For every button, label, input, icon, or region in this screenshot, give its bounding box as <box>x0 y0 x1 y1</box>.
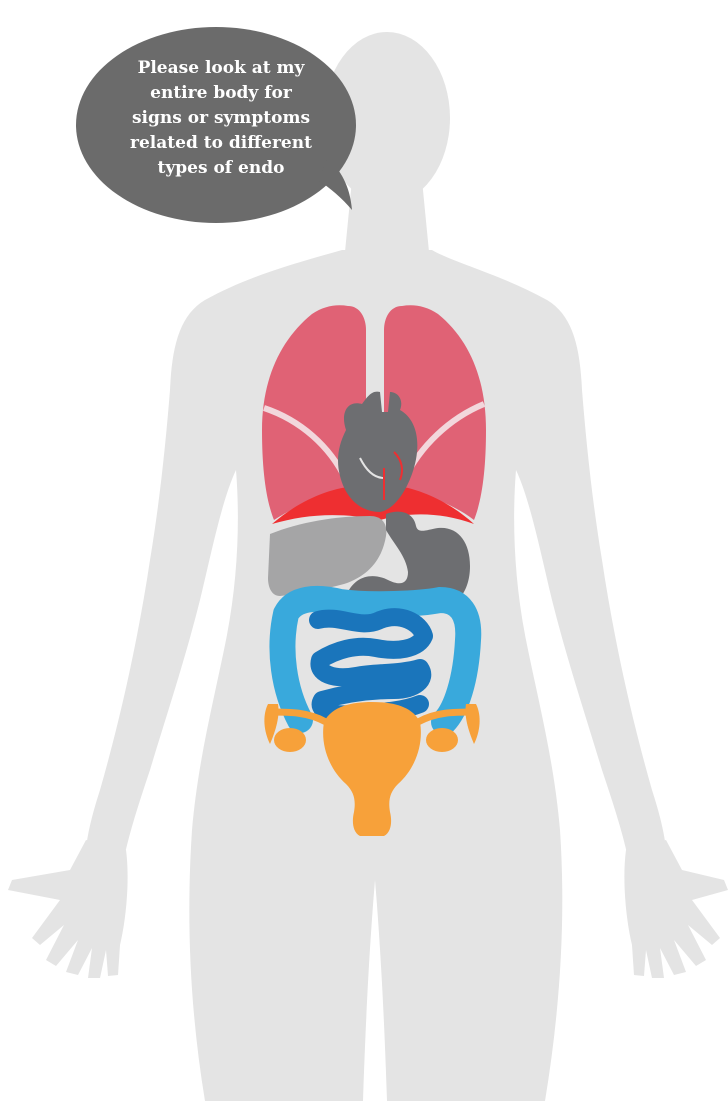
left-hand-shape <box>8 840 128 978</box>
right-ovary <box>426 728 458 752</box>
speech-bubble-line: types of endo <box>96 156 346 181</box>
speech-bubble-line: signs or symptoms <box>96 106 346 131</box>
neck-shape <box>344 180 430 262</box>
right-hand-shape <box>624 840 728 978</box>
speech-bubble-line: related to different <box>96 131 346 156</box>
speech-bubble-line: entire body for <box>96 81 346 106</box>
speech-bubble-line: Please look at my <box>96 56 346 81</box>
speech-bubble-text: Please look at my entire body for signs … <box>96 56 346 181</box>
left-ovary <box>274 728 306 752</box>
